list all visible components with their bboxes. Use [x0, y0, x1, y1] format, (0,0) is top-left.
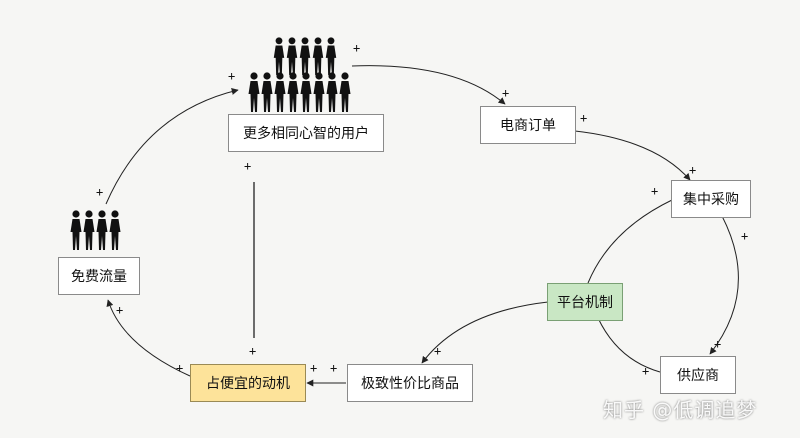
link-platform-to-value-goods — [421, 301, 549, 364]
node-cheap-motive: 占便宜的动机 — [190, 364, 306, 402]
plus-sign: + — [310, 361, 318, 375]
plus-sign: + — [353, 41, 361, 55]
plus-sign: + — [330, 361, 338, 375]
plus-sign: + — [642, 364, 650, 378]
plus-sign: + — [244, 159, 252, 173]
link-free-traffic-to-users — [105, 88, 239, 205]
node-central-purchase: 集中采购 — [671, 180, 751, 218]
plus-sign: + — [714, 337, 722, 351]
plus-sign: + — [176, 361, 184, 375]
link-order-to-purchase — [574, 130, 691, 181]
link-purchase-to-platform — [587, 199, 673, 284]
node-free-traffic: 免费流量 — [58, 257, 140, 295]
plus-sign: + — [689, 163, 697, 177]
plus-sign: + — [96, 185, 104, 199]
plus-sign: + — [434, 344, 442, 358]
link-users-to-order — [351, 65, 506, 105]
node-users: 更多相同心智的用户 — [228, 114, 384, 152]
plus-sign: + — [116, 303, 124, 317]
node-supplier: 供应商 — [660, 356, 736, 394]
node-value-goods: 极致性价比商品 — [347, 364, 473, 402]
link-motive-to-free-traffic — [106, 299, 191, 377]
plus-sign: + — [651, 184, 659, 198]
plus-sign: + — [580, 111, 588, 125]
link-platform-to-supplier — [597, 317, 661, 373]
node-ecommerce-order: 电商订单 — [480, 106, 576, 144]
small-crowd-icon — [70, 210, 121, 250]
link-purchase-to-supplier — [709, 215, 739, 355]
node-platform: 平台机制 — [547, 283, 623, 321]
plus-sign: + — [228, 69, 236, 83]
plus-sign: + — [249, 344, 257, 358]
plus-sign: + — [741, 229, 749, 243]
plus-sign: + — [502, 86, 510, 100]
user-crowd-icon — [248, 37, 351, 112]
watermark: 知乎 @低调追梦 — [603, 398, 758, 422]
